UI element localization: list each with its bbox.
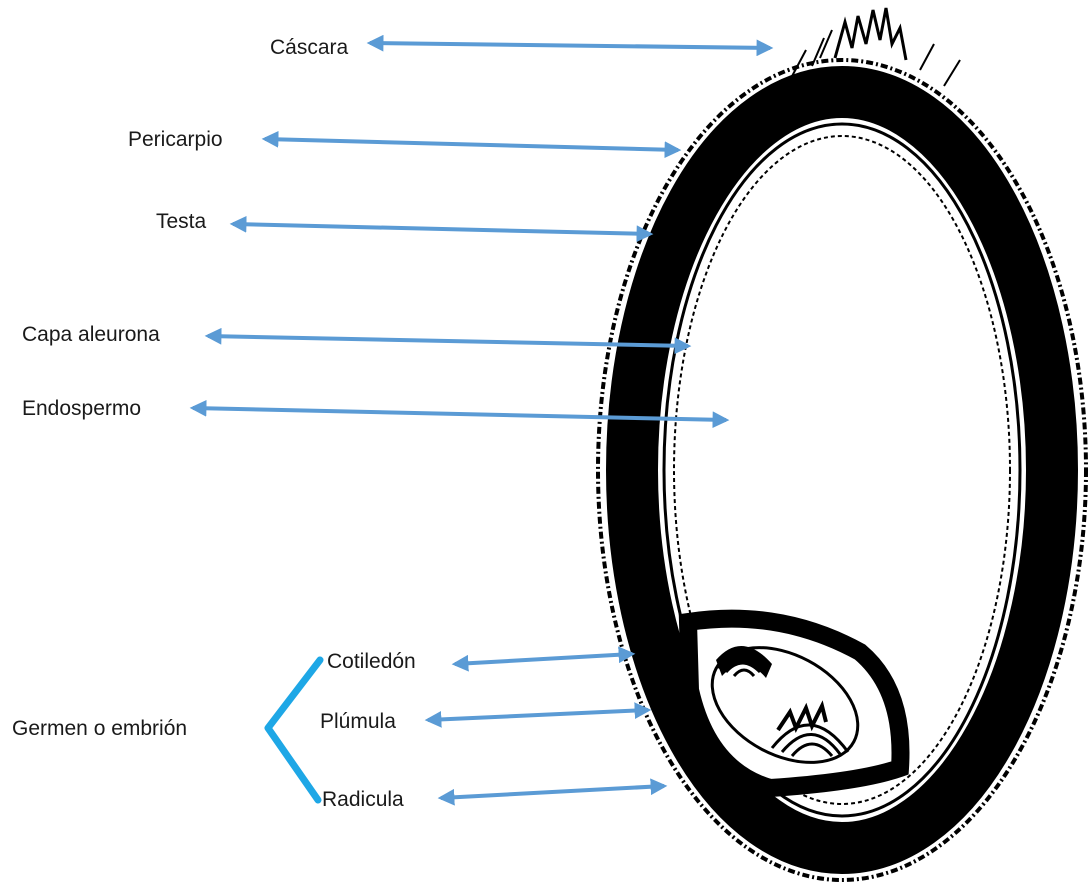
arrow-cotiledon xyxy=(455,654,632,664)
husk-tip xyxy=(835,8,906,60)
label-endospermo: Endospermo xyxy=(22,397,141,420)
label-plumula: Plúmula xyxy=(320,710,396,733)
arrow-testa xyxy=(233,224,650,234)
label-germen: Germen o embrión xyxy=(12,717,187,740)
arrow-pericarpio xyxy=(265,139,678,150)
label-cascara: Cáscara xyxy=(270,36,349,59)
label-radicula: Radicula xyxy=(322,788,404,811)
arrow-radicula xyxy=(441,786,664,798)
label-cotiledon: Cotiledón xyxy=(327,650,416,673)
germen-bracket xyxy=(268,660,320,800)
arrow-cascara xyxy=(370,43,770,48)
arrow-plumula xyxy=(428,710,648,720)
arrow-capa-aleurona xyxy=(208,336,688,346)
seed-drawing xyxy=(598,8,1086,880)
label-capa-aleurona: Capa aleurona xyxy=(22,323,160,346)
label-pericarpio: Pericarpio xyxy=(128,128,223,151)
labels: Cáscara Pericarpio Testa Capa aleurona E… xyxy=(12,36,416,811)
label-testa: Testa xyxy=(156,210,207,233)
